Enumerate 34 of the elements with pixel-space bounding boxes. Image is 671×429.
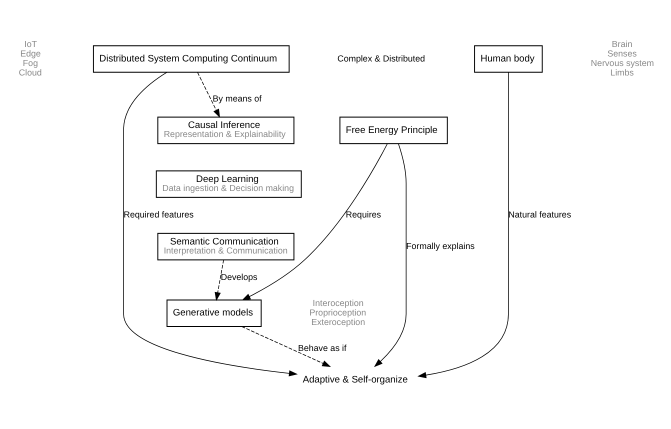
edge-label: Required features — [124, 209, 194, 220]
node-box: Semantic Communication Interpretation & Communication — [157, 232, 294, 260]
arrow — [417, 72, 509, 378]
arrow — [374, 142, 406, 367]
arrow — [123, 71, 298, 376]
edge-label: By means of — [212, 92, 262, 103]
edge-label: Formally explains — [406, 240, 475, 250]
arrow — [214, 259, 224, 301]
node-label: Edge — [20, 48, 41, 58]
node-label: Nervous system — [590, 58, 654, 68]
node-label: IoT — [24, 38, 38, 48]
node-box: Free Energy Principle — [339, 116, 448, 144]
label: Complex & Distributed — [337, 52, 426, 63]
arrow — [241, 326, 331, 367]
node-label: Brain — [612, 38, 632, 48]
node-box: Causal Inference Representation & Explainability — [157, 116, 294, 144]
node-label: Exteroception — [311, 316, 366, 327]
node-label: Senses — [607, 48, 637, 58]
edge-label: Requires — [346, 209, 382, 220]
node-label: Interoception — [312, 297, 364, 308]
node-label: Limbs — [610, 67, 634, 78]
node-label: Fog — [22, 58, 38, 68]
node-box: Human body — [474, 44, 543, 72]
edge-label: Behave as if — [298, 342, 346, 352]
node-text: Adaptive & Self-organize — [302, 374, 408, 385]
node-label: Cloud — [18, 67, 42, 78]
edge-label: Develops — [220, 272, 258, 282]
arrow — [242, 142, 388, 300]
arrow — [197, 72, 220, 118]
node-box: Generative models — [166, 299, 262, 326]
node-label: Proprioception — [309, 307, 366, 318]
edge-label: Natural features — [508, 209, 572, 220]
node-box: Deep Learning Data ingestion & Decision making — [156, 170, 302, 198]
node-box: Distributed System Computing Continuum — [92, 44, 290, 72]
